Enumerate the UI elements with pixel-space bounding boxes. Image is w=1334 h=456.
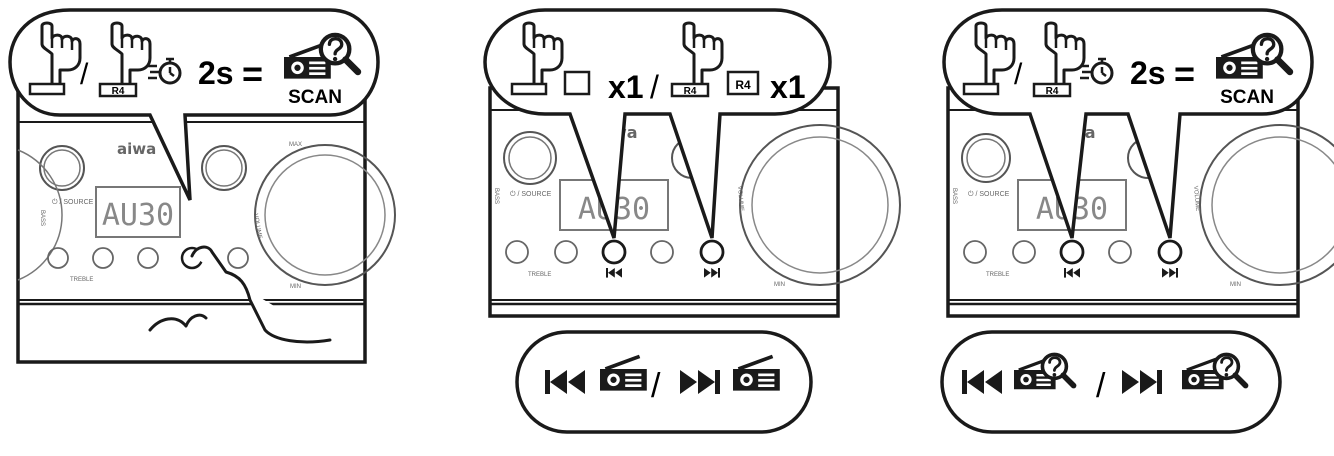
source-label: ⏻ / SOURCE <box>510 190 552 198</box>
lcd-display <box>95 186 181 238</box>
bass-label: BASS <box>493 188 499 204</box>
brand-label: aiwa <box>117 140 156 158</box>
speaker <box>1199 124 1334 286</box>
treble-plus-button[interactable] <box>92 247 114 269</box>
scan-label: SCAN <box>288 87 342 108</box>
skip-forward-button[interactable] <box>1157 239 1183 265</box>
min-label: MIN <box>1230 282 1241 288</box>
min-label: MIN <box>774 282 785 288</box>
result-pill <box>940 330 1282 434</box>
panel-1: aiwa ⏻ / SOURCE VOLUME MAX MIN BASS AU30… <box>8 8 396 364</box>
button-label: R4 <box>684 86 697 97</box>
bass-knob <box>503 131 557 185</box>
skip-back-button[interactable] <box>601 239 627 265</box>
play-pause-button[interactable] <box>1108 240 1132 264</box>
source-label: ⏻ / SOURCE <box>52 198 94 206</box>
volume-knob <box>201 145 247 191</box>
device-frame <box>16 90 367 364</box>
result-separator: / <box>1096 367 1106 405</box>
pressing-hand-icon <box>148 245 332 344</box>
equals-sign: = <box>1174 53 1195 94</box>
speaker <box>739 124 901 286</box>
count-prev: x1 <box>608 69 644 105</box>
duration: 2s <box>1130 55 1166 91</box>
button-label: R4 <box>1046 86 1059 97</box>
play-pause-button[interactable] <box>650 240 674 264</box>
panel-3: wa ⏻ / SOURCE VOLUME BASS MIN AU30 TREBL… <box>940 8 1334 434</box>
volume-label: VOLUME <box>736 186 744 212</box>
separator: / <box>1014 58 1023 91</box>
scan-label: SCAN <box>1220 87 1274 108</box>
treble-plus-button[interactable] <box>554 240 578 264</box>
result-separator: / <box>651 367 661 405</box>
skip-forward-button[interactable] <box>227 247 249 269</box>
lcd-text: AU30 <box>102 198 174 233</box>
treble-label: TREBLE <box>986 272 1009 278</box>
skip-back-button[interactable] <box>1059 239 1085 265</box>
separator: / <box>650 69 659 105</box>
key-label: R4 <box>735 78 751 92</box>
button-label: R4 <box>112 86 125 97</box>
max-label: MAX <box>289 142 302 148</box>
result-pill <box>515 330 813 434</box>
treble-label: TREBLE <box>70 277 93 283</box>
skip-forward-button[interactable] <box>699 239 725 265</box>
count-next: x1 <box>770 69 806 105</box>
volume-label: VOLUME <box>1192 186 1200 212</box>
treble-minus-button[interactable] <box>505 240 529 264</box>
panel-2: wa ⏻ / SOURCE VOLUME BASS MIN AU30 TREBL… <box>483 8 901 434</box>
volume-label: VOLUME <box>252 213 262 239</box>
duration: 2s <box>198 55 234 91</box>
bass-label: BASS <box>951 188 957 204</box>
separator: / <box>80 58 89 91</box>
equals-sign: = <box>242 53 263 94</box>
treble-minus-button[interactable] <box>47 247 69 269</box>
bass-knob <box>39 145 85 191</box>
skip-back-button[interactable] <box>137 247 159 269</box>
bass-knob <box>961 133 1011 183</box>
treble-minus-button[interactable] <box>963 240 987 264</box>
min-label: MIN <box>290 284 301 290</box>
instruction-bubble <box>483 8 832 239</box>
speaker <box>254 144 396 286</box>
bass-label: BASS <box>39 210 45 226</box>
treble-plus-button[interactable] <box>1012 240 1036 264</box>
treble-label: TREBLE <box>528 272 551 278</box>
source-label: ⏻ / SOURCE <box>968 190 1010 198</box>
